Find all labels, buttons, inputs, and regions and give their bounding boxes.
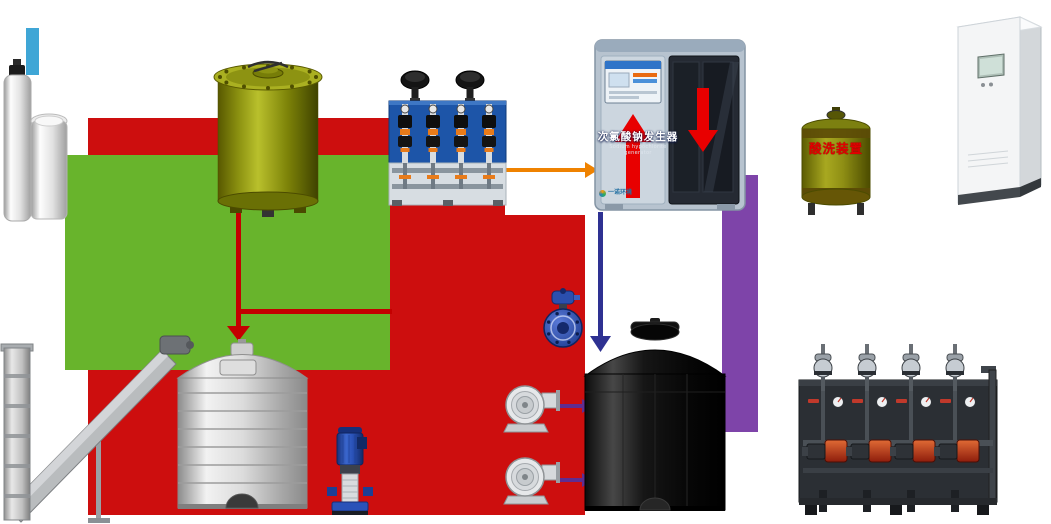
generator-title: 次氯酸钠发生器 (597, 131, 679, 143)
purple-flow-path (722, 175, 758, 432)
generator-subtitle: Sodium hypochlorite generator (609, 144, 667, 156)
cabinet-side (1019, 16, 1042, 196)
acid-tank-body (801, 128, 871, 198)
acid-tank-cap (826, 110, 846, 120)
cabinet-front (957, 16, 1021, 204)
tank-outlet-door (225, 493, 259, 509)
dosing-pump-skid (798, 343, 998, 515)
water-softener-set (3, 28, 68, 222)
softener-valve-head (9, 65, 25, 77)
metering-pump-skid (388, 70, 507, 206)
brine-tank (30, 120, 68, 220)
electrical-control-cabinet (956, 16, 1043, 205)
acid-washing-tank (801, 107, 871, 215)
salt-storage-tank (176, 339, 309, 509)
black-tank-outlet (639, 497, 671, 511)
generator-logo: 一诺环境 (599, 189, 633, 197)
acid-wash-label: 酸洗装置 (808, 141, 863, 156)
pulsation-dampener-2 (455, 70, 485, 103)
red-down-arrow-icon (688, 88, 718, 152)
chemical-mixing-tank (213, 60, 323, 217)
air-blower-1 (503, 385, 560, 433)
pump-base (331, 501, 369, 512)
valve-bolts (547, 312, 579, 344)
conveyor-tube (6, 349, 177, 523)
flange-bolts (218, 64, 318, 90)
skid-riser-pipe (988, 369, 997, 503)
blue-dosing-arrow (590, 212, 611, 352)
cap-handle (247, 60, 289, 69)
vertical-multistage-pump (327, 427, 373, 515)
sodium-hypochlorite-generator (594, 39, 746, 211)
air-blower-2 (503, 457, 560, 505)
conveyor-support-leg (96, 426, 101, 520)
blue-marker-bar (26, 28, 39, 75)
logo-icon (599, 190, 606, 197)
logo-text: 一诺环境 (608, 189, 633, 197)
butterfly-valve (543, 288, 583, 348)
cabinet-base (958, 187, 1020, 205)
tank-body (177, 377, 308, 509)
red-transfer-arrow (227, 210, 392, 341)
softener-column (3, 74, 32, 222)
tank-hatch (219, 359, 257, 376)
orange-feed-arrow (505, 162, 598, 178)
pulsation-dampener-1 (400, 70, 430, 103)
screw-conveyor (0, 335, 194, 523)
hypo-storage-tank (583, 318, 727, 511)
red-up-arrow-icon (615, 114, 651, 198)
black-tank-dome (583, 349, 727, 377)
mixing-tank-body (217, 76, 319, 202)
